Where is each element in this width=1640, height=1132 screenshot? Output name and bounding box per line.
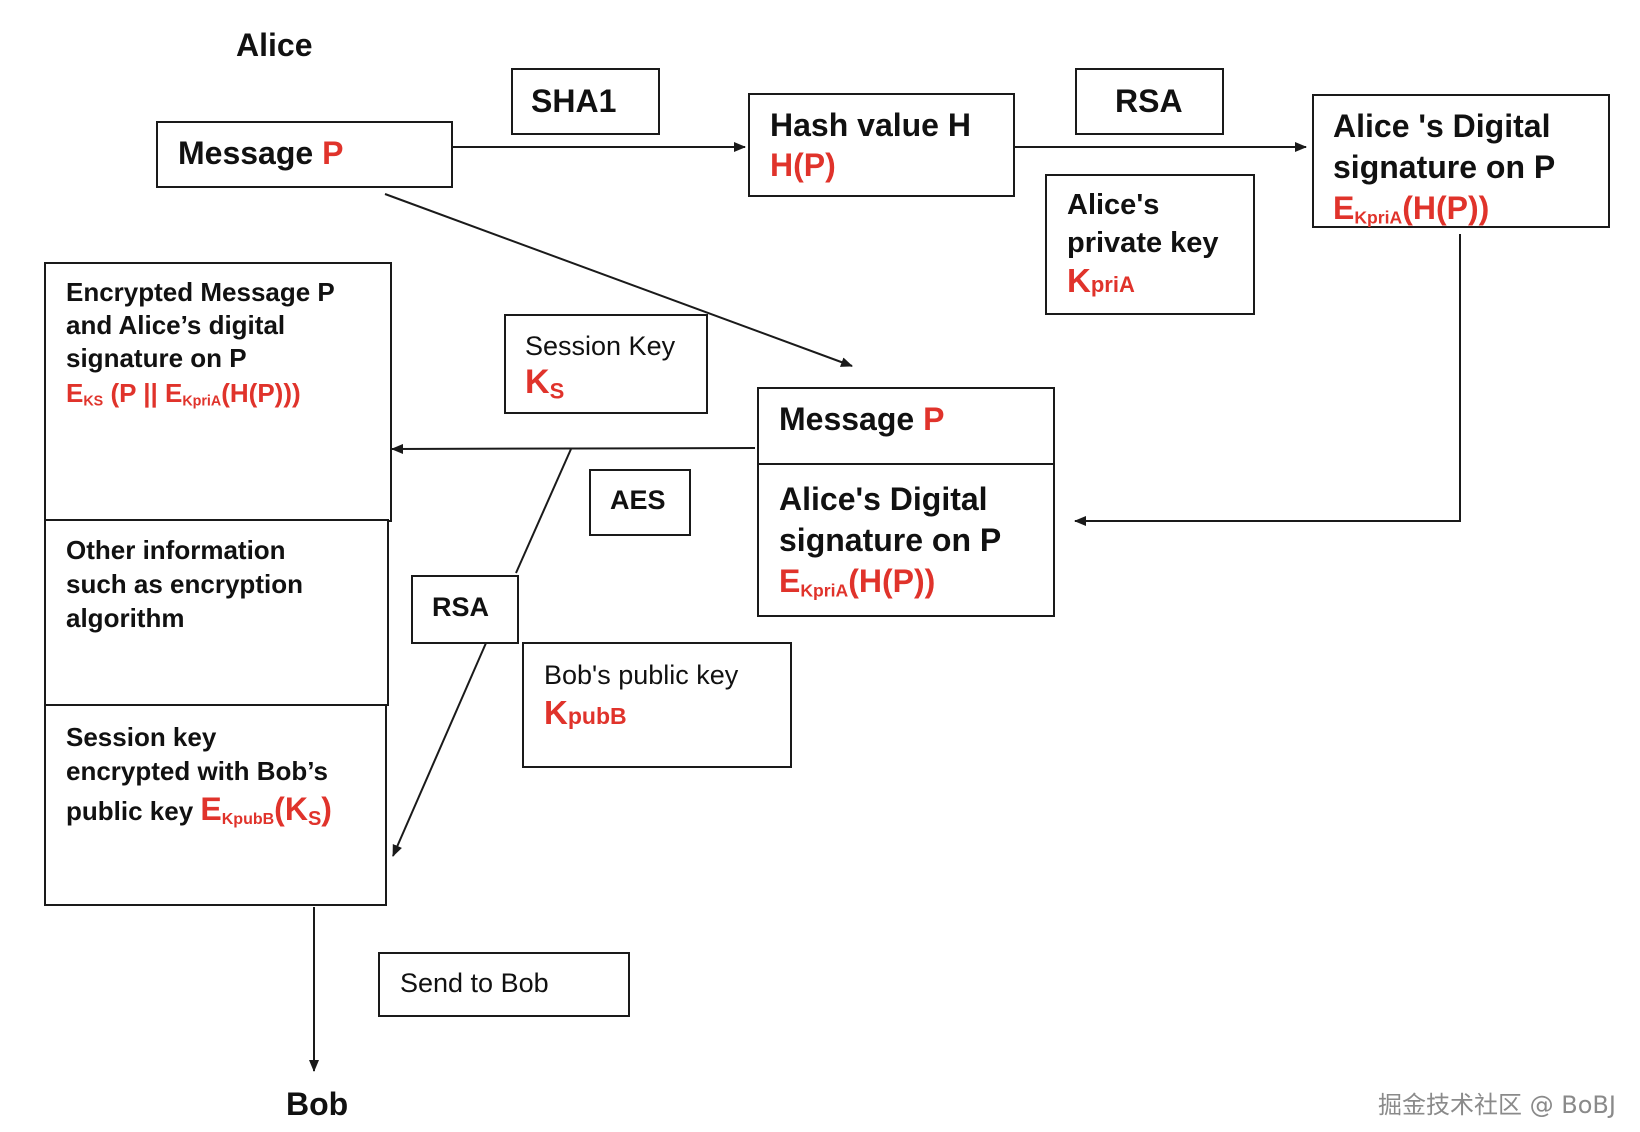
arrow-to-encrypted xyxy=(391,443,756,454)
rsa-top-label: RSA xyxy=(1115,83,1183,119)
sha1-label: SHA1 xyxy=(531,83,617,119)
aes-label: AES xyxy=(610,485,666,515)
encrypted-formula: EKS (P || EKpriA(H(P))) xyxy=(66,378,301,410)
message-box: Message P xyxy=(156,121,453,188)
bobs-key-box: Bob's public key KpubB xyxy=(522,642,792,768)
session-enc-line1: Session key xyxy=(66,722,217,752)
private-key-line1: Alice's xyxy=(1067,189,1160,221)
encrypted-box: Encrypted Message P and Alice’s digital … xyxy=(44,262,392,522)
signature-line1: Alice 's Digital xyxy=(1333,108,1551,144)
rsa-top-box: RSA xyxy=(1075,68,1224,135)
middle-signature-line2: signature on P xyxy=(779,522,1002,558)
middle-signature-formula: EKpriA(H(P)) xyxy=(779,563,936,601)
bobs-key-symbol: KpubB xyxy=(544,694,627,731)
session-enc-box: Session key encrypted with Bob’s public … xyxy=(44,704,387,906)
arrow-rsa-to-session xyxy=(392,642,487,857)
bobs-key-label: Bob's public key xyxy=(544,660,739,690)
signature-line2: signature on P xyxy=(1333,149,1556,185)
private-key-line2: private key xyxy=(1067,227,1219,259)
aes-box: AES xyxy=(589,469,691,536)
arrow-message-down xyxy=(384,193,853,367)
send-label: Send to Bob xyxy=(400,968,549,998)
encrypted-line2: and Alice’s digital xyxy=(66,310,286,340)
middle-message-var: P xyxy=(923,401,945,437)
other-info-box: Other information such as encryption alg… xyxy=(44,519,389,706)
private-key-box: Alice's private key KpriA xyxy=(1045,174,1255,315)
arrow-signature-return xyxy=(1074,234,1461,526)
alice-label: Alice xyxy=(236,27,313,63)
signature-formula: EKpriA(H(P)) xyxy=(1333,190,1490,228)
encrypted-line3: signature on P xyxy=(66,343,247,373)
session-key-box: Session Key KS xyxy=(504,314,708,414)
watermark: 掘金技术社区 @ BoBJ xyxy=(1378,1091,1616,1119)
rsa-bottom-box: RSA xyxy=(411,575,519,644)
bob-label: Bob xyxy=(286,1086,349,1122)
hash-formula: H(P) xyxy=(770,147,836,183)
session-enc-line3: public key EKpubB(KS) xyxy=(66,791,332,830)
other-info-line2: such as encryption xyxy=(66,569,303,599)
other-info-line1: Other information xyxy=(66,535,286,565)
message-var: P xyxy=(322,135,344,171)
middle-signature-line1: Alice's Digital xyxy=(779,481,988,517)
session-key-symbol: KS xyxy=(525,363,565,404)
signature-box: Alice 's Digital signature on P EKpriA(H… xyxy=(1312,94,1610,228)
send-box: Send to Bob xyxy=(378,952,630,1017)
other-info-line3: algorithm xyxy=(66,603,185,633)
middle-message-box: Message P xyxy=(757,387,1055,465)
sha1-box: SHA1 xyxy=(511,68,660,135)
line-to-rsa xyxy=(515,448,572,574)
rsa-bottom-label: RSA xyxy=(432,592,490,622)
encrypted-line1: Encrypted Message P xyxy=(66,277,335,307)
private-key-symbol: KpriA xyxy=(1067,262,1135,299)
hash-title: Hash value H xyxy=(770,107,971,143)
middle-signature-box: Alice's Digital signature on P EKpriA(H(… xyxy=(757,463,1055,617)
session-enc-line2: encrypted with Bob’s xyxy=(66,756,328,786)
middle-message-word: Message xyxy=(779,401,915,437)
hash-box: Hash value H H(P) xyxy=(748,93,1015,197)
message-word: Message xyxy=(178,135,314,171)
session-key-label: Session Key xyxy=(525,331,676,361)
